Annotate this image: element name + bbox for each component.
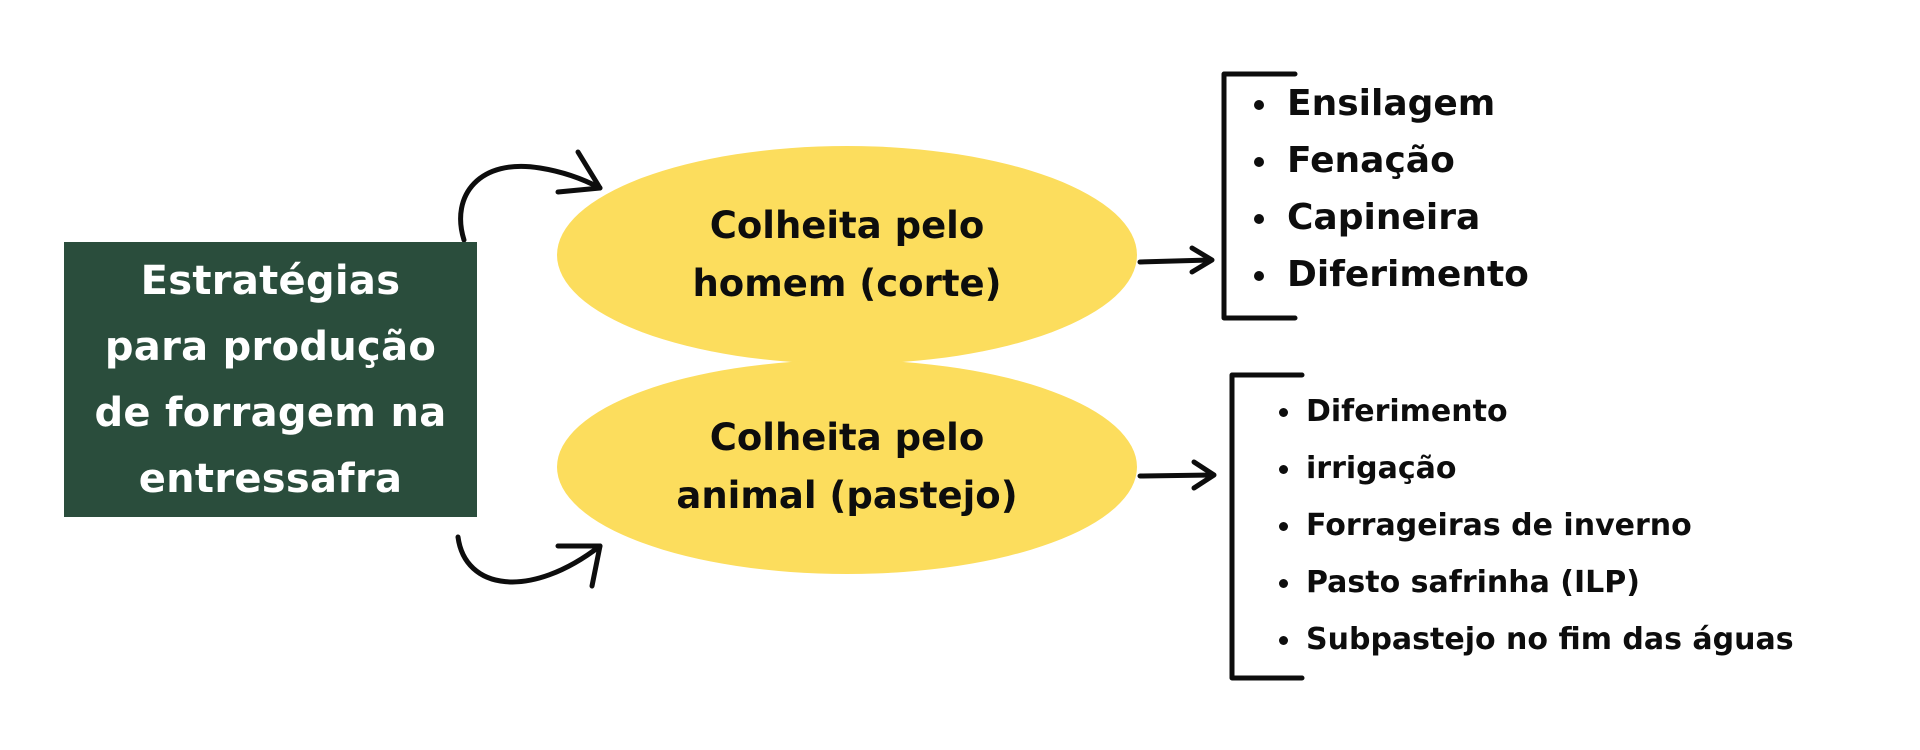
arrow-top-to-bracket-head — [1189, 245, 1215, 275]
main-topic-box: Estratégias para produção de forragem na… — [64, 242, 477, 517]
branch-title-line: homem (corte) — [692, 262, 1002, 305]
list-item: Pasto safrinha (ILP) — [1279, 554, 1794, 611]
list-item: Subpastejo no fim das águas — [1279, 611, 1794, 668]
list-item: Ensilagem — [1254, 75, 1529, 132]
main-topic-text: Estratégias para produção de forragem na… — [94, 248, 446, 512]
curved-arrow-top — [458, 164, 603, 243]
list-item: irrigação — [1279, 440, 1794, 497]
grazing-strategies-list: Diferimento irrigação Forrageiras de inv… — [1279, 383, 1794, 668]
main-topic-line: entressafra — [138, 455, 403, 502]
branch-ellipse-cut: Colheita pelo homem (corte) — [557, 146, 1137, 364]
branch-title-line: Colheita pelo — [709, 416, 985, 459]
list-item: Capineira — [1254, 189, 1529, 246]
curved-arrow-bottom-head — [555, 543, 603, 589]
curved-arrow-top-head — [555, 149, 603, 195]
arrow-bottom-to-bracket-head — [1191, 459, 1217, 491]
branch-title-line: Colheita pelo — [709, 204, 985, 247]
main-topic-line: Estratégias — [140, 257, 401, 304]
list-item: Fenação — [1254, 132, 1529, 189]
main-topic-line: de forragem na — [94, 389, 447, 436]
branch-title-line: animal (pastejo) — [676, 474, 1018, 517]
branch-title: Colheita pelo animal (pastejo) — [676, 409, 1017, 525]
list-item: Diferimento — [1279, 383, 1794, 440]
curved-arrow-bottom — [455, 534, 603, 585]
bracket-top — [1221, 71, 1298, 321]
main-topic-line: para produção — [104, 323, 437, 370]
arrow-top-to-bracket — [1137, 257, 1213, 265]
cut-strategies-list: Ensilagem Fenação Capineira Diferimento — [1254, 75, 1529, 303]
branch-ellipse-grazing: Colheita pelo animal (pastejo) — [557, 360, 1137, 574]
bracket-bottom — [1229, 372, 1305, 681]
branch-title: Colheita pelo homem (corte) — [692, 197, 1001, 313]
list-item: Diferimento — [1254, 246, 1529, 303]
arrow-bottom-to-bracket — [1137, 472, 1215, 479]
list-item: Forrageiras de inverno — [1279, 497, 1794, 554]
